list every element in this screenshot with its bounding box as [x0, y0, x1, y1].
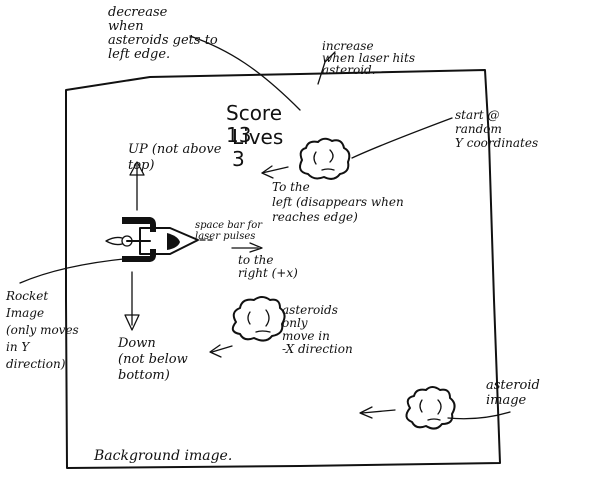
- game-frame: [65, 69, 501, 469]
- lives-value: 3: [232, 147, 245, 171]
- lives-label: Lives: [232, 125, 284, 149]
- hud-lives: Lives 3: [232, 104, 283, 170]
- note-asteroid-spawn: start @ random Y coordinates: [455, 108, 539, 150]
- rocket-icon: [105, 217, 199, 262]
- leader-line-score-increase: [317, 51, 336, 85]
- note-down: Down (not below bottom): [118, 336, 188, 383]
- leader-line-asteroid-image: [447, 411, 511, 420]
- hud-score: Score 13: [226, 80, 282, 146]
- arrow-left-icon: [209, 344, 233, 358]
- note-background: Background image.: [94, 448, 233, 464]
- score-value: 13: [226, 123, 252, 147]
- arrow-down-icon: [124, 271, 140, 331]
- asteroid-icon: [405, 386, 456, 430]
- asteroid-icon: [299, 137, 351, 180]
- note-laser-direction: to the right (+x): [238, 253, 298, 280]
- note-asteroid-image: asteroid image: [486, 378, 540, 408]
- leader-line-rocket: [19, 257, 134, 284]
- note-score-increase: increase when laser hits asteroid.: [322, 39, 415, 77]
- note-laser: space bar for laser pulses: [195, 220, 263, 242]
- note-up: UP (not above top): [128, 142, 222, 173]
- leader-line-score-decrease: [189, 35, 301, 111]
- arrow-left-icon: [261, 165, 289, 179]
- note-rocket: Rocket Image (only moves in Y direction): [6, 289, 79, 371]
- leader-line-asteroid-spawn: [351, 117, 453, 159]
- note-score-decrease: decrease when asteroids gets to left edg…: [108, 5, 218, 62]
- arrow-left-icon: [359, 406, 396, 419]
- arrow-right-icon: [231, 242, 263, 253]
- score-label: Score: [226, 101, 283, 125]
- asteroid-icon: [231, 296, 286, 342]
- note-asteroid-motion: asteroids only move in -X direction: [282, 303, 353, 356]
- arrow-up-icon: [129, 161, 145, 211]
- note-asteroid-left: To the left (disappears when reaches edg…: [272, 180, 404, 224]
